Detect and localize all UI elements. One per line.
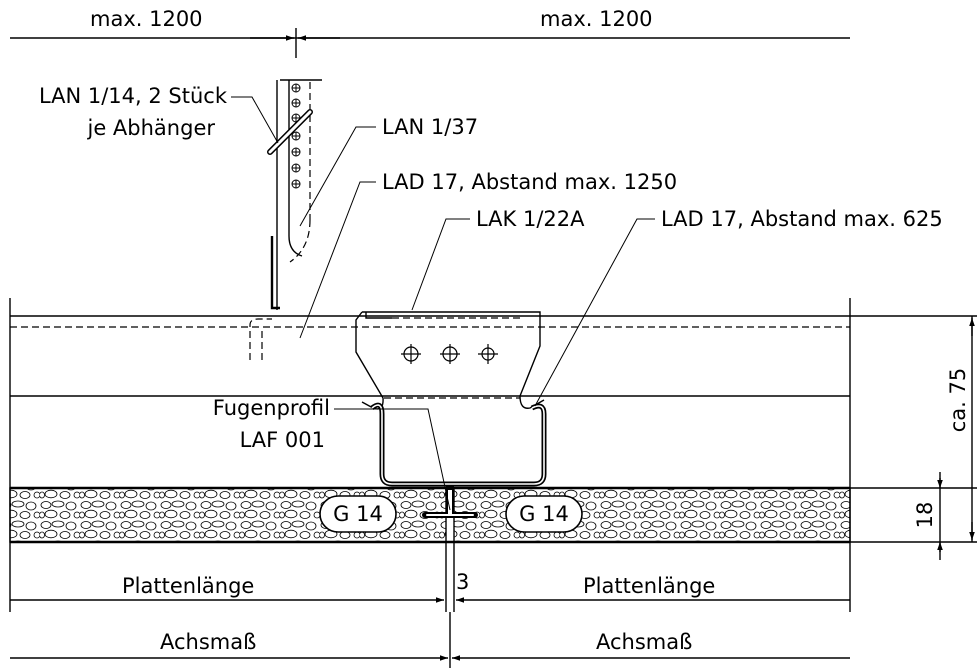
callout-lad17-1250: LAD 17, Abstand max. 1250: [382, 170, 677, 194]
board-left-label: G 14: [333, 502, 383, 526]
callout-lan137: LAN 1/37: [382, 115, 478, 139]
board-right-badge: G 14: [505, 495, 583, 533]
joint-gap-label: 3: [456, 570, 469, 594]
left-span-label: max. 1200: [90, 7, 203, 31]
callout-lan114-line1: LAN 1/14, 2 Stück: [39, 84, 228, 108]
ceiling-boards: G 14 G 14: [9, 486, 851, 544]
top-dimension: max. 1200 max. 1200: [10, 7, 850, 58]
callouts: LAN 1/14, 2 Stück je Abhänger LAN 1/37 L…: [39, 84, 943, 511]
board-length-left-label: Plattenlänge: [122, 574, 254, 598]
main-channel: [9, 298, 851, 612]
callout-fugenprofil-line1: Fugenprofil: [213, 396, 330, 420]
right-dimensions: ca. 75 18: [850, 315, 977, 560]
callout-fugenprofil-line2: LAF 001: [240, 428, 325, 452]
axis-right-label: Achsmaß: [596, 630, 692, 654]
callout-lad17-625: LAD 17, Abstand max. 625: [661, 207, 943, 231]
callout-lan114-line2: je Abhänger: [87, 116, 216, 140]
callout-lak122a: LAK 1/22A: [476, 207, 585, 231]
total-height-label: ca. 75: [946, 368, 970, 433]
hanger: [267, 79, 322, 310]
right-span-label: max. 1200: [540, 7, 653, 31]
hanger-perforations: [291, 83, 301, 189]
board-length-right-label: Plattenlänge: [583, 574, 715, 598]
joint-profile-laf001: [422, 486, 478, 518]
bottom-dimensions: Plattenlänge Plattenlänge 3 Achsmaß Achs…: [10, 542, 850, 668]
axis-left-label: Achsmaß: [160, 630, 256, 654]
board-thickness-label: 18: [913, 502, 937, 529]
board-left-badge: G 14: [319, 495, 397, 533]
board-right-label: G 14: [519, 502, 569, 526]
clip-holes: [401, 344, 498, 364]
lower-channel-lad17: [370, 402, 547, 487]
